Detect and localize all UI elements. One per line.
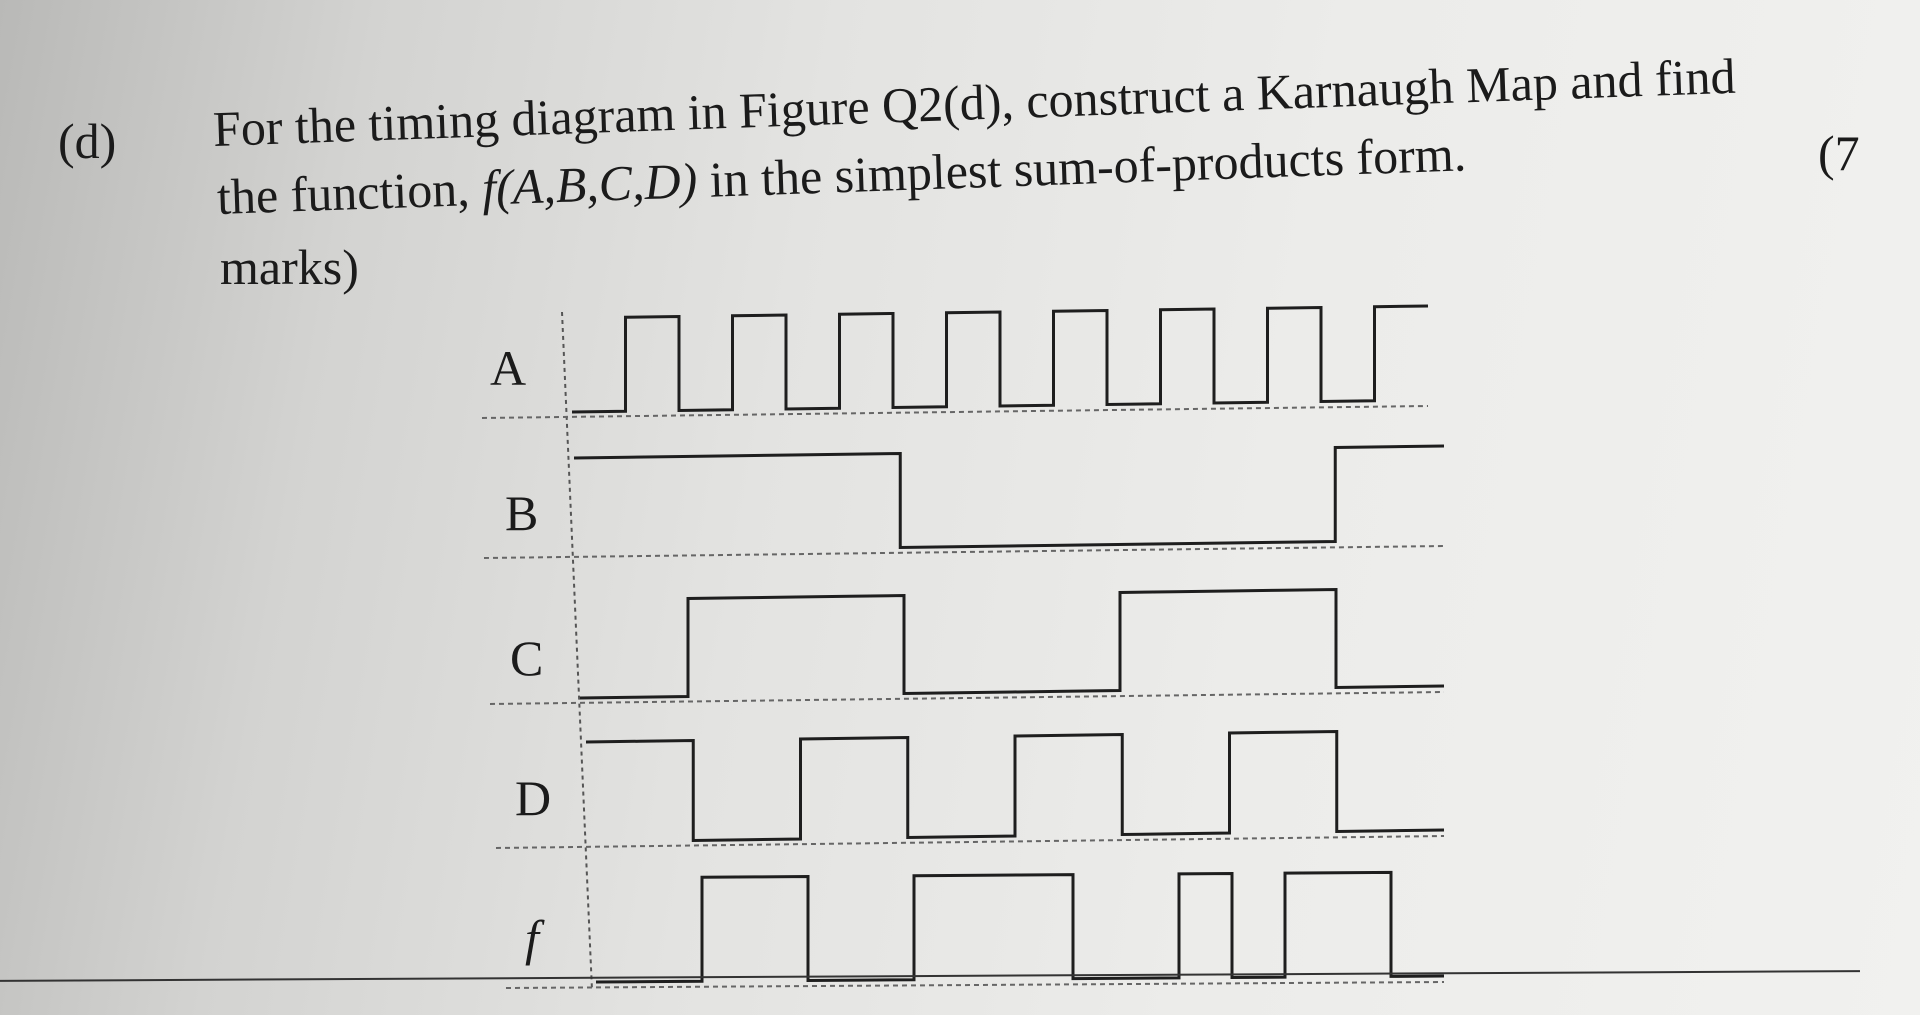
signal-f-waveform	[595, 870, 1445, 984]
signal-B-label: B	[505, 485, 538, 541]
signal-C-waveform	[579, 587, 1445, 700]
signal-C-baseline	[489, 691, 1445, 705]
reference-line	[561, 311, 593, 991]
question-label: (d)	[58, 113, 117, 169]
signal-f-label: f	[525, 910, 545, 966]
signal-A-label: A	[490, 340, 526, 396]
signal-C-label: C	[510, 630, 543, 686]
signals-group: A B C Df	[481, 304, 1445, 989]
signal-B-baseline	[483, 545, 1445, 559]
signal-A-waveform	[571, 304, 1429, 414]
marks-close: marks)	[220, 239, 359, 295]
marks-open: (7	[1818, 125, 1860, 181]
signal-B-waveform	[573, 444, 1445, 550]
signal-f-baseline	[505, 981, 1445, 989]
signal-D-label: D	[515, 770, 551, 826]
signal-D-waveform	[585, 729, 1445, 843]
signal-A-baseline	[481, 405, 1429, 419]
